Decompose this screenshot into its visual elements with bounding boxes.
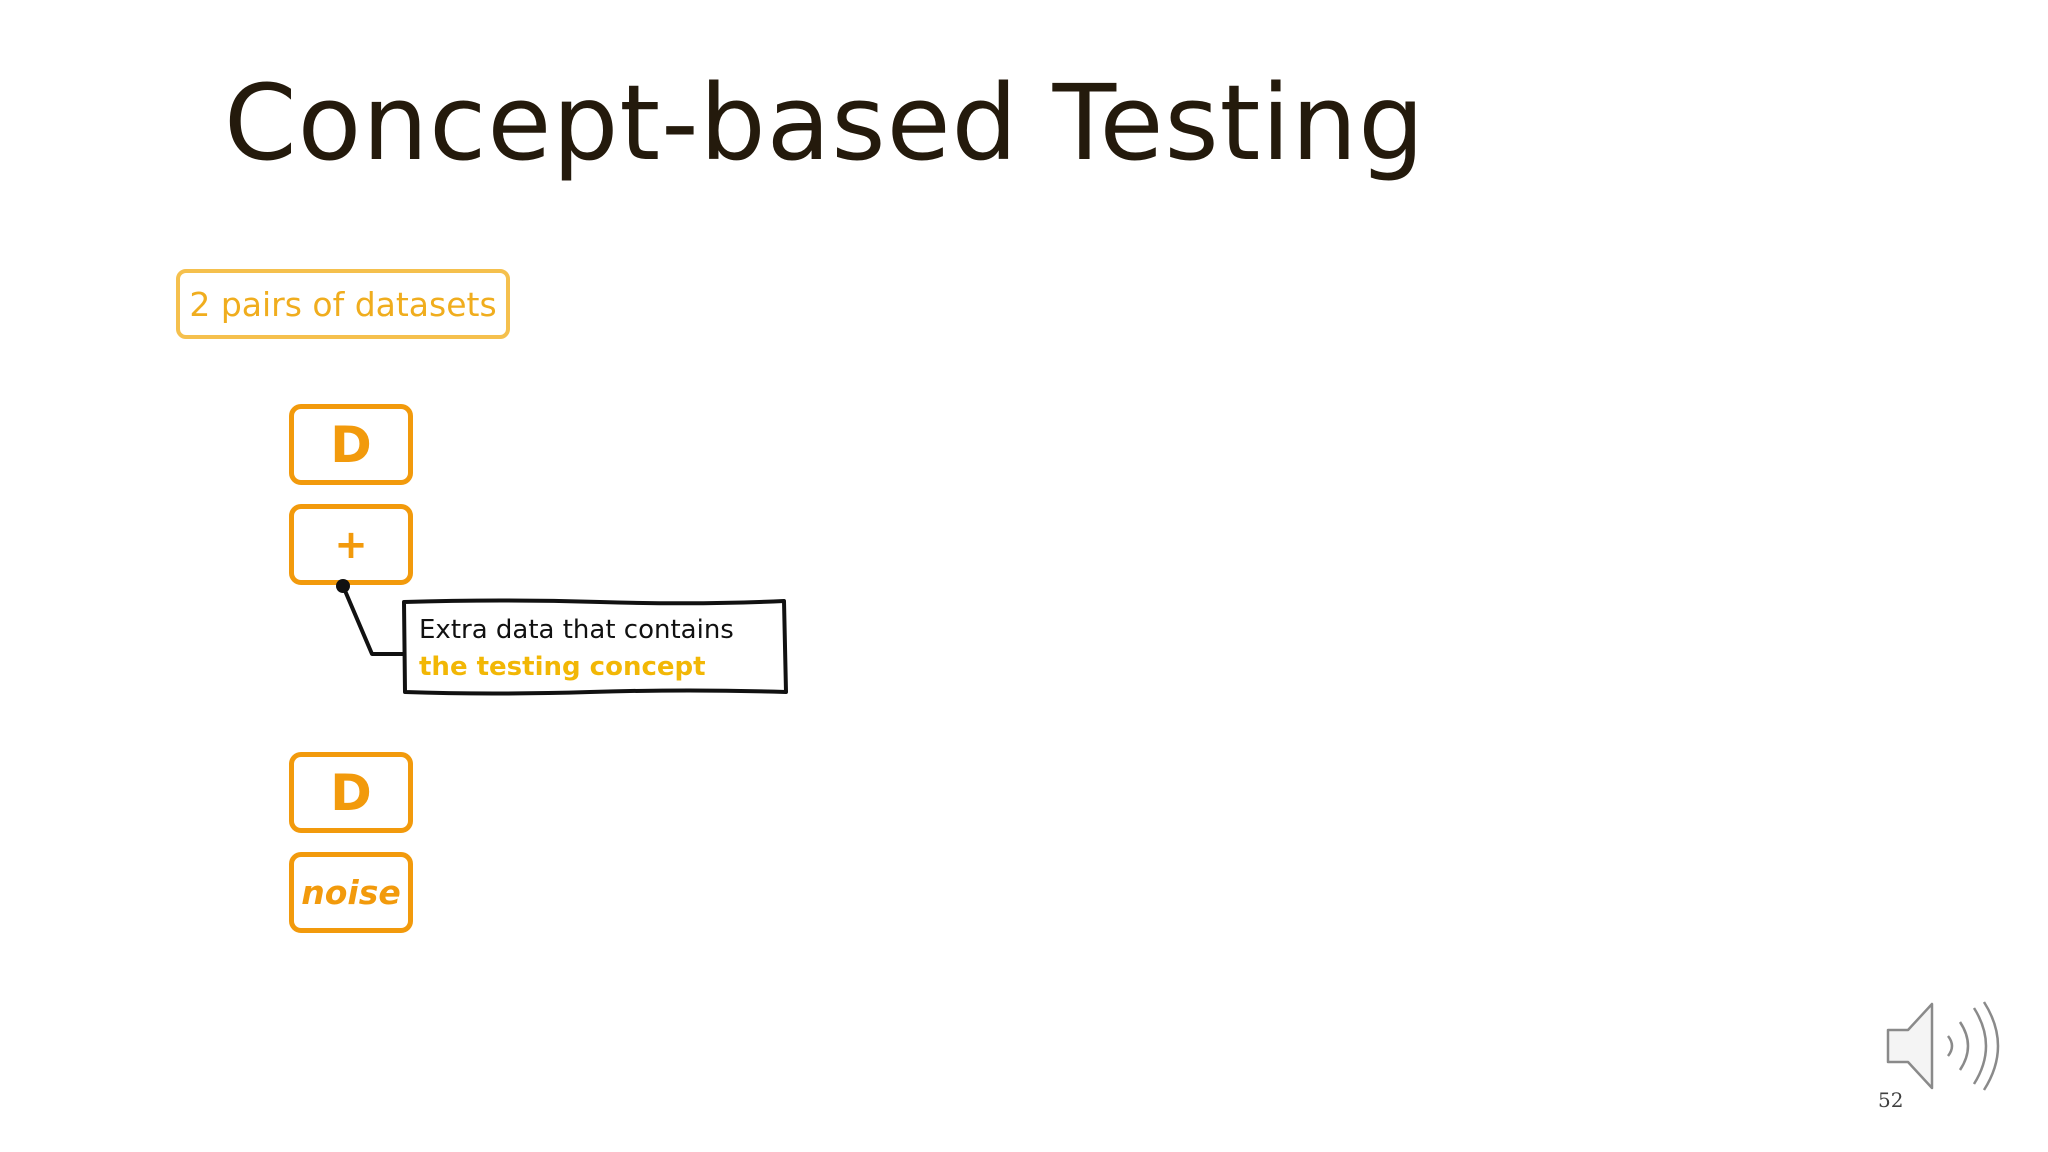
dataset-d-box-2: D bbox=[289, 752, 413, 833]
noise-data-box: noise bbox=[289, 852, 413, 933]
callout-highlight: the testing concept bbox=[419, 652, 706, 682]
pairs-label: 2 pairs of datasets bbox=[189, 284, 497, 324]
callout-line-1: Extra data that contains bbox=[419, 615, 734, 645]
callout-connector-line bbox=[341, 585, 404, 656]
plus-label: + bbox=[334, 521, 368, 568]
noise-label: noise bbox=[301, 873, 401, 912]
callout-text: Extra data that contains the testing con… bbox=[419, 612, 779, 686]
pairs-label-box: 2 pairs of datasets bbox=[176, 269, 510, 339]
concept-data-box: + bbox=[289, 504, 413, 585]
page-number: 52 bbox=[1878, 1088, 1904, 1112]
dataset-d-label-1: D bbox=[330, 415, 372, 474]
speaker-icon[interactable] bbox=[1880, 998, 2006, 1094]
dataset-d-box-1: D bbox=[289, 404, 413, 485]
dataset-d-label-2: D bbox=[330, 763, 372, 822]
slide-title: Concept-based Testing bbox=[224, 62, 1426, 184]
